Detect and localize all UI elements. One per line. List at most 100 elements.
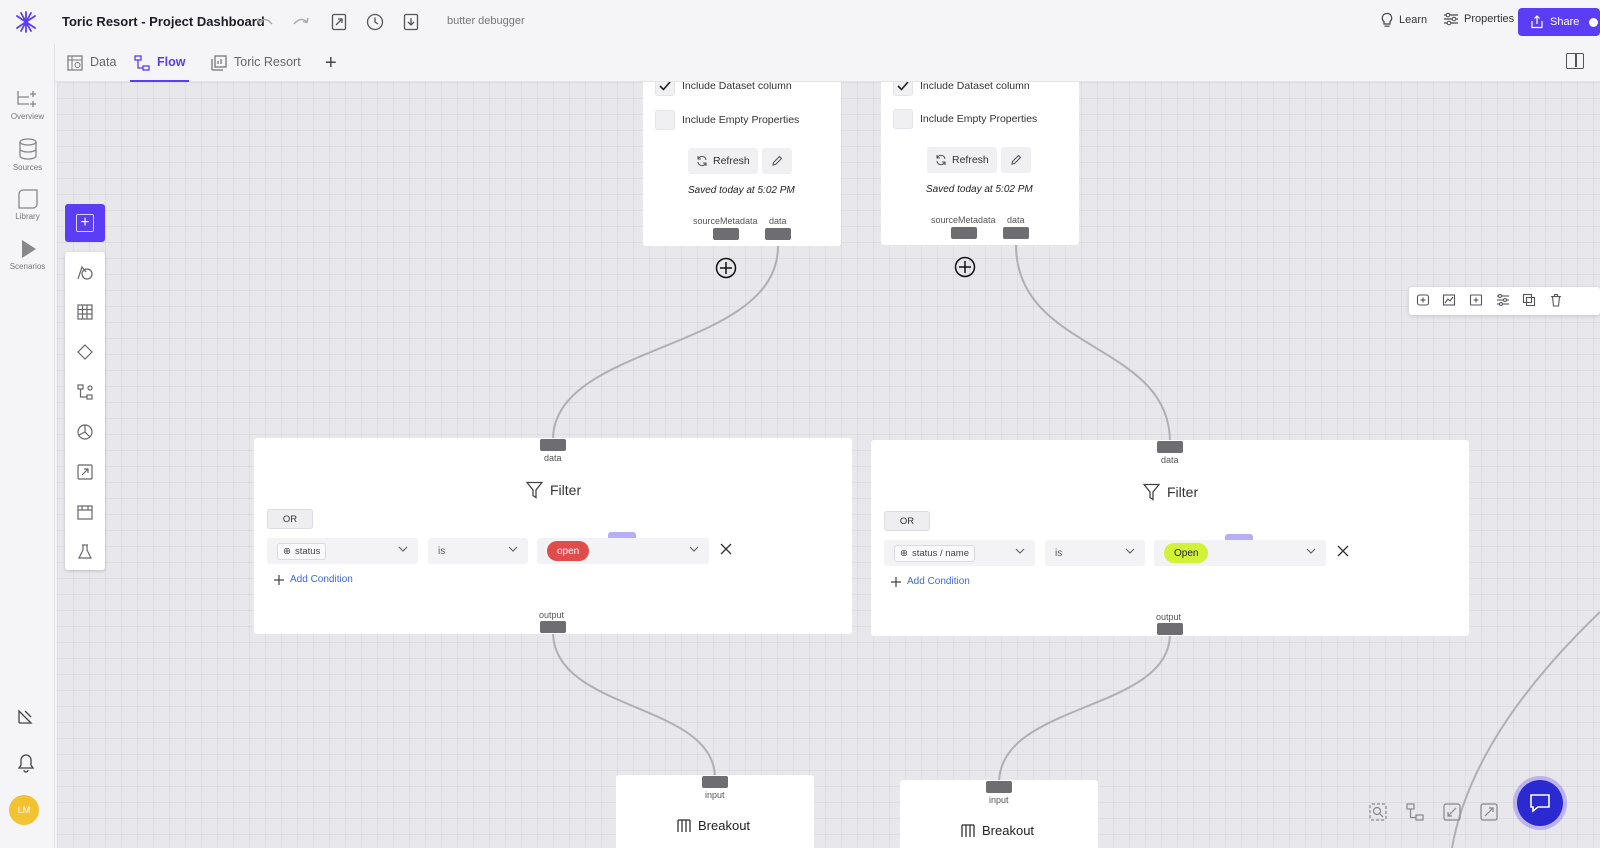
port-data[interactable]: [1003, 227, 1029, 239]
project-title[interactable]: Toric Resort - Project Dashboard: [62, 14, 265, 29]
nav-overview[interactable]: Overview: [0, 88, 55, 121]
user-avatar[interactable]: LM: [9, 795, 39, 825]
zoom-search-icon[interactable]: [1369, 803, 1387, 821]
notifications-bell-icon[interactable]: [15, 752, 37, 774]
output-port[interactable]: [540, 621, 566, 633]
port-label-data: data: [1007, 215, 1025, 225]
refresh-button[interactable]: Refresh: [927, 147, 997, 173]
port-source-metadata[interactable]: [951, 227, 977, 239]
include-empty-checkbox[interactable]: [655, 110, 675, 130]
analytics-tool-icon[interactable]: [75, 422, 95, 442]
table-tool-icon[interactable]: [75, 302, 95, 322]
pencil-icon: [1011, 154, 1022, 165]
port-label-data: data: [769, 216, 787, 226]
node-action-toolbar: [1409, 287, 1600, 315]
input-port-label: data: [1161, 455, 1179, 465]
undo-icon[interactable]: [255, 12, 275, 32]
remove-condition-close-icon[interactable]: [719, 542, 733, 556]
decision-diamond-icon[interactable]: [75, 342, 95, 362]
debugger-label[interactable]: butter debugger: [447, 15, 525, 27]
edge-source1-filter1: [552, 245, 779, 441]
flow-canvas[interactable]: +: [57, 82, 1600, 848]
add-connection-plus-icon[interactable]: [715, 257, 737, 279]
breakout-node[interactable]: input Breakout: [616, 775, 814, 848]
filter-funnel-icon: [1143, 483, 1160, 501]
export-icon[interactable]: [329, 12, 349, 32]
breakout-title: Breakout: [960, 823, 1034, 838]
operator-select[interactable]: is: [428, 538, 528, 564]
tab-data[interactable]: Data: [63, 52, 120, 82]
include-dataset-row[interactable]: Include Dataset column: [893, 82, 1030, 96]
include-dataset-checkbox[interactable]: [893, 82, 913, 96]
source-node[interactable]: Include Dataset column Include Empty Pro…: [643, 82, 841, 246]
include-empty-checkbox[interactable]: [893, 109, 913, 129]
redo-icon[interactable]: [291, 12, 311, 32]
include-empty-row[interactable]: Include Empty Properties: [893, 109, 1037, 129]
include-empty-row[interactable]: Include Empty Properties: [655, 110, 799, 130]
overview-icon: [16, 91, 36, 107]
field-select[interactable]: ⊕status: [267, 538, 418, 564]
input-port[interactable]: [540, 439, 566, 451]
panel-toggle-icon[interactable]: [1566, 53, 1584, 69]
lab-flask-icon[interactable]: [75, 542, 95, 562]
chat-bubble-icon: [1530, 794, 1550, 813]
chart-icon: [211, 55, 227, 71]
drag-ghost-tag: [608, 532, 636, 540]
share-button[interactable]: Share: [1518, 8, 1600, 36]
nav-scenarios[interactable]: Scenarios: [0, 238, 55, 271]
nav-library[interactable]: Library: [0, 188, 55, 221]
port-source-metadata[interactable]: [713, 228, 739, 240]
transform-tool-icon[interactable]: [75, 382, 95, 402]
input-port[interactable]: [986, 781, 1012, 793]
history-clock-icon[interactable]: [365, 12, 385, 32]
add-input-icon[interactable]: [1416, 293, 1430, 307]
value-select[interactable]: Open: [1154, 540, 1326, 566]
edit-button[interactable]: [1000, 147, 1031, 173]
edit-button[interactable]: [761, 148, 792, 174]
include-dataset-row[interactable]: Include Dataset column: [655, 82, 792, 96]
field-select[interactable]: ⊕status / name: [884, 540, 1035, 566]
filter-node[interactable]: data Filter OR ⊕status / name is Open: [871, 440, 1469, 636]
auto-layout-icon[interactable]: [1406, 803, 1424, 821]
add-tab-button[interactable]: +: [325, 52, 337, 74]
properties-button[interactable]: Properties: [1443, 12, 1514, 26]
source-node[interactable]: Include Dataset column Include Empty Pro…: [881, 82, 1079, 245]
fit-view-icon[interactable]: [1443, 803, 1461, 821]
add-node-button[interactable]: +: [65, 204, 105, 242]
add-connection-plus-icon[interactable]: [954, 256, 976, 278]
add-output-icon[interactable]: [1469, 293, 1483, 307]
expand-icon[interactable]: [1480, 803, 1498, 821]
add-condition-button[interactable]: Add Condition: [274, 574, 353, 585]
chat-support-button[interactable]: [1517, 780, 1563, 826]
logic-or-button[interactable]: OR: [267, 509, 313, 529]
nav-sources[interactable]: Sources: [0, 137, 55, 172]
port-data[interactable]: [765, 228, 791, 240]
refresh-button[interactable]: Refresh: [688, 148, 758, 174]
shapes-tool-icon[interactable]: [75, 262, 95, 282]
output-port[interactable]: [1157, 623, 1183, 635]
include-dataset-checkbox[interactable]: [655, 82, 675, 96]
operator-select[interactable]: is: [1045, 540, 1145, 566]
output-tool-icon[interactable]: [75, 462, 95, 482]
value-select[interactable]: open: [537, 538, 709, 564]
theme-palette-icon[interactable]: [15, 705, 37, 727]
chart-view-icon[interactable]: [1442, 293, 1456, 307]
learn-button[interactable]: Learn: [1380, 12, 1427, 28]
saved-timestamp: Saved today at 5:02 PM: [688, 185, 795, 196]
left-nav: Overview Sources Library Scenarios LM: [0, 44, 55, 848]
input-port[interactable]: [702, 776, 728, 788]
settings-sliders-icon[interactable]: [1496, 293, 1510, 307]
duplicate-icon[interactable]: [1522, 293, 1536, 307]
logic-or-button[interactable]: OR: [884, 511, 930, 531]
remove-condition-close-icon[interactable]: [1336, 544, 1350, 558]
app-logo-icon[interactable]: [14, 10, 38, 34]
filter-node[interactable]: data Filter OR ⊕status is open: [254, 438, 852, 634]
breakout-node[interactable]: input Breakout: [900, 780, 1098, 848]
calendar-tool-icon[interactable]: [75, 502, 95, 522]
delete-trash-icon[interactable]: [1549, 293, 1563, 307]
download-icon[interactable]: [401, 12, 421, 32]
add-condition-button[interactable]: Add Condition: [891, 576, 970, 587]
tab-toric-resort[interactable]: Toric Resort: [207, 52, 305, 82]
tab-flow[interactable]: Flow: [130, 52, 190, 82]
input-port[interactable]: [1157, 441, 1183, 453]
